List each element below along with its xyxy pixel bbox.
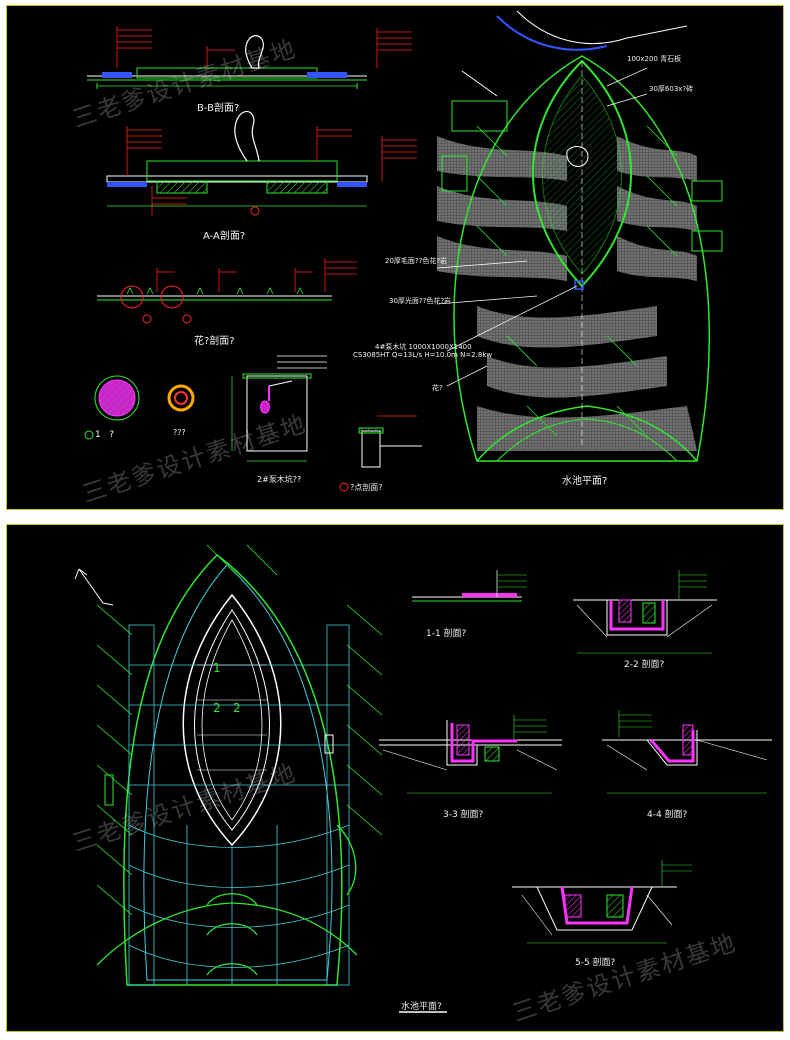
- section-55-drawing: [512, 860, 692, 944]
- section-33-drawing: [379, 715, 562, 794]
- detail-pump-pit-drawing: [231, 355, 327, 462]
- top-plan-title: 水池平面?: [562, 476, 608, 487]
- note-stone-slab: 100x200 青石板: [627, 55, 682, 63]
- bottom-sheet-drawing: [74, 544, 772, 1013]
- section-bb-title: B-B剖面?: [197, 103, 240, 114]
- section-55-title: 5-5 剖面?: [575, 958, 616, 968]
- detail-drain-drawing: [84, 375, 195, 440]
- top-pool-plan-drawing: [436, 10, 723, 462]
- bottom-drawing-sheet: 1-1 剖面? 2-2 剖面? 3-3 剖面? 4-4 剖面? 5-5 剖面? …: [6, 524, 784, 1032]
- pool-number-2: 2: [213, 701, 221, 715]
- bottom-plan-title: 水池平面?: [401, 1002, 442, 1012]
- bottom-pool-plan-drawing: [96, 544, 383, 986]
- sump-label: ???: [173, 428, 186, 437]
- pool-number-1: 1: [213, 661, 221, 675]
- note-brick: 30厚603x?砖: [649, 85, 694, 93]
- section-22-title: 2-2 剖面?: [624, 660, 665, 670]
- top-sheet-drawing: [84, 10, 723, 492]
- note-flower: 花?: [432, 384, 443, 392]
- section-22-drawing: [573, 570, 717, 654]
- detail-1-label: 1 ?: [95, 430, 115, 440]
- section-33-title: 3-3 剖面?: [443, 810, 484, 820]
- section-aa-title: A-A剖面?: [203, 231, 246, 242]
- note-pump-spec: CS3085HT Q=13L/s H=10.0m N=2.8kw: [353, 351, 493, 359]
- pump-pit-title: 2#泵木坑??: [257, 475, 302, 484]
- note-granite-rough: 20厚毛面??色花?岩: [385, 257, 448, 265]
- section-bb-drawing: [87, 26, 412, 89]
- north-arrow: [74, 568, 114, 606]
- pool-number-3: 2: [233, 701, 241, 715]
- top-drawing-sheet: B-B剖面? A-A剖面? 花?剖面? 1 ? ??? 2#泵木坑?? ?点剖面…: [6, 5, 784, 510]
- note-granite-polished: 30厚光面??色花?岩: [389, 297, 452, 305]
- section-aa-drawing: [106, 111, 417, 216]
- section-11-drawing: [412, 570, 527, 602]
- section-flower-drawing: [97, 258, 357, 324]
- section-flower-title: 花?剖面?: [194, 336, 235, 347]
- section-44-title: 4-4 剖面?: [647, 810, 688, 820]
- detail-point-section-drawing: [339, 415, 422, 492]
- note-pump-size: 4#泵木坑 1000X1000X1400: [375, 343, 472, 351]
- point-section-title: ?点剖面?: [350, 483, 383, 492]
- section-11-title: 1-1 剖面?: [426, 629, 467, 639]
- section-44-drawing: [602, 710, 772, 794]
